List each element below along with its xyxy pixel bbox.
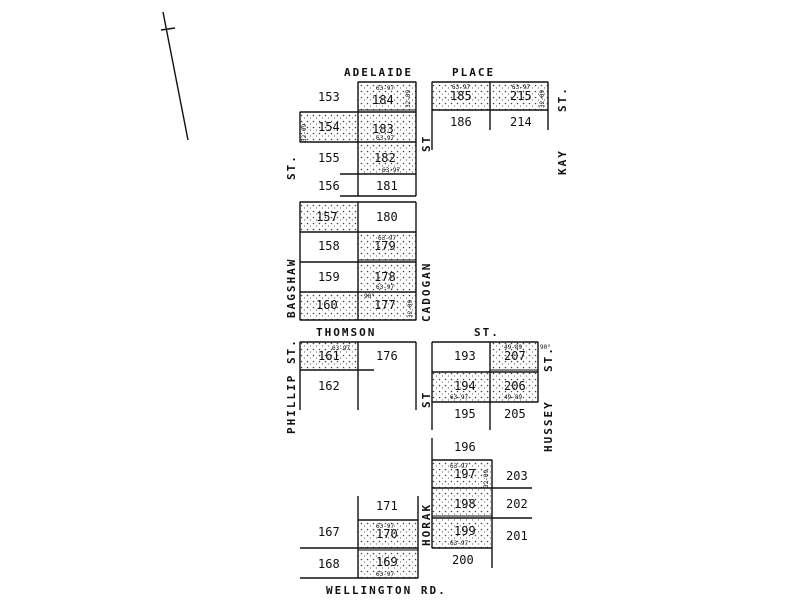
lot-202: 202 [506,497,528,511]
street-kay: KAY [556,149,569,175]
dim-label: 90° [540,344,551,351]
block-adelaide-west [299,81,417,197]
street-horak-st: ST [420,391,433,408]
lot-203: 203 [506,469,528,483]
lot-169: 169 [376,555,398,569]
lot-160: 160 [316,298,338,312]
lot-180: 180 [376,210,398,224]
street-phillip: PHILLIP [285,374,298,434]
lot-207: 207 [504,349,526,363]
block-horak [431,438,532,568]
lot-205: 205 [504,407,526,421]
dim-label: 63-97 [450,540,468,547]
dim-label: 32-09 [301,124,308,142]
street-thomson: THOMSON [316,326,376,339]
dim-label: 63-97 [382,167,400,174]
dim-label: 63-97 [376,284,394,291]
dim-label: 63-97 [376,523,394,530]
lot-170: 170 [376,527,398,541]
dim-label: 63-97 [332,345,350,352]
dim-label: 63-97 [450,463,468,470]
lot-171: 171 [376,499,398,513]
lot-161: 161 [318,349,340,363]
lot-197: 197 [454,467,476,481]
dim-label: 63-97 [378,235,396,242]
dim-label: 32-09 [539,90,546,108]
street-wellington: WELLINGTON RD. [326,584,447,597]
lot-200: 200 [452,553,474,567]
lot-153: 153 [318,90,340,104]
lot-214: 214 [510,115,532,129]
street-adelaide: ADELAIDE [344,66,413,79]
dim-label: 32-09 [405,90,412,108]
lot-201: 201 [506,529,528,543]
lot-168: 168 [318,557,340,571]
street-hussey-st: ST. [542,346,555,372]
dim-label: 32-09 [407,300,414,318]
lot-158: 158 [318,239,340,253]
lot-193: 193 [454,349,476,363]
street-bagshaw-st: ST. [285,154,298,180]
block-phillip [299,341,417,410]
dim-label: 63-97 [376,571,394,578]
block-adelaide-east [431,81,549,150]
lot-183: 183 [372,122,394,136]
lot-199: 199 [454,524,476,538]
street-horak: HORAK [420,503,433,546]
lot-186: 186 [450,115,472,129]
street-cadogan-st: ST [420,135,433,152]
lot-176: 176 [376,349,398,363]
lot-154: 154 [318,120,340,134]
street-thomson-st: ST. [474,326,500,339]
dim-label: 49-89 [504,394,522,401]
lot-162: 162 [318,379,340,393]
block-bagshaw [299,201,417,321]
dim-label: 49-89 [504,344,522,351]
lot-195: 195 [454,407,476,421]
lot-157: 157 [316,210,338,224]
lot-156: 156 [318,179,340,193]
lot-182: 182 [374,151,396,165]
dim-label: 63-97 [376,85,394,92]
lot-198: 198 [454,497,476,511]
lot-159: 159 [318,270,340,284]
lot-167: 167 [318,525,340,539]
lot-177: 177 [374,298,396,312]
dim-label: 63-97 [450,394,468,401]
street-kay-st: ST. [556,86,569,112]
lot-196: 196 [454,440,476,454]
lot-184: 184 [372,93,394,107]
lot-179: 179 [374,239,396,253]
street-cadogan: CADOGAN [420,262,433,322]
street-hussey: HUSSEY [542,400,555,452]
dim-label: 32-09 [483,470,490,488]
block-wellington [300,496,419,579]
street-place: PLACE [452,66,495,79]
lot-185: 185 [450,89,472,103]
street-bagshaw: BAGSHAW [285,258,298,318]
dim-label: 90° [364,293,375,300]
lot-215: 215 [510,89,532,103]
block-hussey [431,341,539,430]
dim-label: 63-97 [452,84,470,91]
lot-178: 178 [374,270,396,284]
dim-label: 63-97 [376,135,394,142]
lot-206: 206 [504,379,526,393]
dim-label: 63-97 [512,84,530,91]
north-arrow-icon [160,11,189,141]
street-phillip-st: ST. [285,338,298,364]
lot-194: 194 [454,379,476,393]
lot-155: 155 [318,151,340,165]
lot-181: 181 [376,179,398,193]
